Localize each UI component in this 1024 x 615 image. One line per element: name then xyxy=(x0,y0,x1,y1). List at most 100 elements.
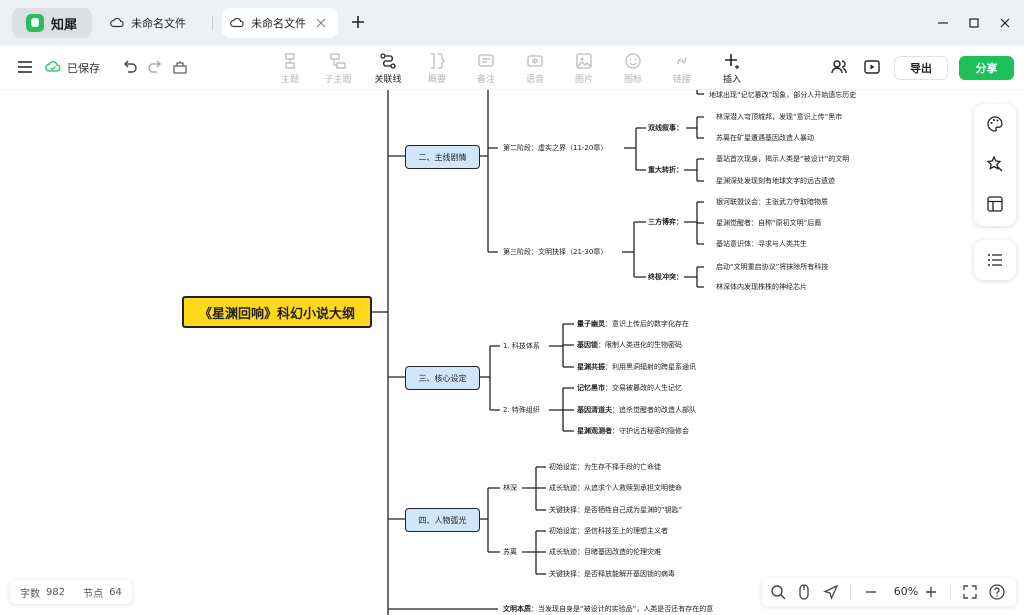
mindmap-node[interactable]: 地球出现“记忆篡改”现象，部分人开始遗忘历史 xyxy=(709,91,857,99)
mindmap-node[interactable]: 关键抉择：是否牺牲自己成为星渊的“钥匙” xyxy=(549,506,683,514)
mindmap-node[interactable]: 银河联盟议会：主张武力夺取暗物质 xyxy=(716,198,828,206)
mindmap-node[interactable]: 文明本质：当发现自身是“被设计的实验品”，人类是否还有存在的意 xyxy=(503,605,714,613)
style-button[interactable] xyxy=(974,144,1016,184)
mindmap-node[interactable]: 记忆黑市：交易被篡改的人生记忆 xyxy=(577,384,682,392)
format-painter-icon[interactable] xyxy=(171,58,189,76)
minimize-icon[interactable] xyxy=(934,14,952,32)
mindmap-node[interactable]: 成长轨迹：目睹基因改造的伦理灾难 xyxy=(549,548,661,556)
mindmap-node[interactable]: 星渊觉醒者：自称“原初文明”后裔 xyxy=(716,219,822,227)
app-home-tab[interactable]: 知犀 xyxy=(12,8,92,38)
mindmap-node[interactable]: 启动“文明重启协议”将抹除所有科技 xyxy=(716,263,829,271)
tool-insert[interactable]: 插入 xyxy=(710,50,754,85)
topic-icon xyxy=(285,53,295,69)
mindmap-node[interactable]: 双线叙事： xyxy=(648,124,683,132)
tool-label: 图标 xyxy=(623,75,642,85)
share-button[interactable]: 分享 xyxy=(959,56,1014,80)
tool-label: 链接 xyxy=(672,75,691,85)
document-stats: 字数 982 节点 64 xyxy=(10,580,132,604)
search-icon[interactable] xyxy=(769,583,787,601)
file-tab-label: 未命名文件 xyxy=(131,17,186,30)
tool-voice[interactable]: 语音 xyxy=(513,50,557,85)
mindmap-node[interactable]: 第三阶段：文明抉择（21-30章） xyxy=(503,248,608,256)
redo-icon[interactable] xyxy=(146,58,164,76)
mouse-mode-icon[interactable] xyxy=(795,583,813,601)
app-name: 知犀 xyxy=(51,17,78,33)
mindmap-node[interactable]: 第二阶段：虚实之界（11-20章） xyxy=(503,144,608,152)
cloud-saved-icon xyxy=(45,61,61,72)
mindmap-node[interactable]: 星渊深处发现刻有地球文字的远古遗迹 xyxy=(716,177,835,185)
zoom-out-icon[interactable] xyxy=(862,583,880,601)
mindmap-node[interactable]: 基站首次现身，揭示人类是“被设计”的文明 xyxy=(716,155,850,163)
tool-note[interactable]: 备注 xyxy=(464,50,508,85)
mindmap-node[interactable]: 林深潜入穹顶城邦，发现“意识上传”黑市 xyxy=(716,113,843,121)
mindmap-node[interactable]: 林深 xyxy=(503,484,517,492)
collaborators-icon[interactable] xyxy=(830,58,848,76)
tool-relation-line[interactable]: 关联线 xyxy=(366,50,410,85)
file-tab-active[interactable]: 未命名文件 xyxy=(222,8,338,38)
mindmap-node[interactable]: 关键抉择：是否释放能解开基因锁的病毒 xyxy=(549,570,675,578)
mindmap-canvas[interactable]: 地球出现“记忆篡改”现象，部分人开始遗忘历史 《星渊回响》科幻小说大纲 二、主线… xyxy=(0,90,1024,615)
tool-link[interactable]: 链接 xyxy=(660,50,704,85)
insert-icon xyxy=(725,54,739,69)
help-icon[interactable] xyxy=(988,583,1006,601)
mindmap-node[interactable]: 2. 特殊组织 xyxy=(503,406,540,414)
layout-button[interactable] xyxy=(974,184,1016,224)
mindmap-node[interactable]: 星渊共振：利用黑洞辐射的跨星系通讯 xyxy=(577,363,696,371)
mindmap-node[interactable]: 苏离在矿星遭遇基因改造人暴动 xyxy=(716,134,814,142)
outline-panel xyxy=(974,240,1016,280)
mindmap-node[interactable]: 三方博弈： xyxy=(648,218,683,226)
root-topic[interactable]: 《星渊回响》科幻小说大纲 xyxy=(182,296,372,328)
mindmap-node[interactable]: 基因锁：限制人类进化的生物密码 xyxy=(577,341,682,349)
mindmap-node[interactable]: 基因清道夫：追杀觉醒者的改造人部队 xyxy=(577,406,696,414)
theme-button[interactable] xyxy=(974,104,1016,144)
outline-button[interactable] xyxy=(974,240,1016,280)
tool-subtopic[interactable]: 子主题 xyxy=(316,50,360,85)
locate-icon[interactable] xyxy=(822,583,840,601)
export-button[interactable]: 导出 xyxy=(894,56,948,80)
tool-emoji[interactable]: 图标 xyxy=(611,50,655,85)
mindmap-node[interactable]: 重大转折： xyxy=(648,166,683,174)
tool-label: 图片 xyxy=(574,75,593,85)
maximize-icon[interactable] xyxy=(965,14,983,32)
new-tab-icon[interactable] xyxy=(349,13,367,31)
undo-icon[interactable] xyxy=(121,58,139,76)
mindmap-node[interactable]: 1. 科技体系 xyxy=(503,342,540,350)
node-count-value: 64 xyxy=(109,586,122,598)
emoji-icon xyxy=(625,53,641,69)
mindmap-node[interactable]: 成长轨迹：从追求个人救赎到承担文明使命 xyxy=(549,484,682,492)
cloud-icon xyxy=(110,17,124,28)
zoom-level[interactable]: 60% xyxy=(893,585,919,598)
section-topic[interactable]: 二、主线剧情 xyxy=(405,145,480,169)
mindmap-node[interactable]: 苏离 xyxy=(503,548,517,556)
mindmap-node[interactable]: 量子幽灵：意识上传后的数字化存在 xyxy=(577,320,689,328)
present-icon[interactable] xyxy=(863,58,881,76)
file-tab[interactable]: 未命名文件 xyxy=(104,8,214,38)
fit-screen-icon[interactable] xyxy=(961,583,979,601)
theme-icon xyxy=(987,116,1003,132)
mindmap-node[interactable]: 星渊观测者：守护远古秘密的隐修会 xyxy=(577,427,689,435)
summary-icon xyxy=(431,53,445,69)
close-window-icon[interactable] xyxy=(996,14,1014,32)
tool-label: 插入 xyxy=(722,75,741,85)
tool-label: 子主题 xyxy=(324,75,352,85)
mindmap-node[interactable]: 初始设定：坚信科技至上的理想主义者 xyxy=(549,527,668,535)
mindmap-node[interactable]: 林深体内发现株株的神经芯片 xyxy=(716,283,807,291)
mindmap-node[interactable]: 终极冲突： xyxy=(648,273,683,281)
image-icon xyxy=(576,53,592,69)
menu-icon[interactable] xyxy=(16,58,34,76)
tool-topic[interactable]: 主题 xyxy=(268,50,312,85)
tab-divider xyxy=(212,16,213,30)
zoom-in-icon[interactable] xyxy=(922,583,940,601)
tool-label: 关联线 xyxy=(374,75,402,85)
node-count-label: 节点 xyxy=(83,588,104,600)
mindmap-node[interactable]: 初始设定：为生存不择手段的亡命徒 xyxy=(549,463,661,471)
close-tab-icon[interactable] xyxy=(314,16,328,30)
mindmap-node[interactable]: 基站意识体：寻求与人类共生 xyxy=(716,240,807,248)
section-topic[interactable]: 四、人物弧光 xyxy=(405,508,480,532)
tool-summary[interactable]: 概要 xyxy=(415,50,459,85)
layout-icon xyxy=(987,196,1003,212)
tool-image[interactable]: 图片 xyxy=(562,50,606,85)
outline-icon xyxy=(988,254,1002,266)
app-logo-icon xyxy=(26,14,44,32)
section-topic[interactable]: 三、核心设定 xyxy=(405,366,480,390)
